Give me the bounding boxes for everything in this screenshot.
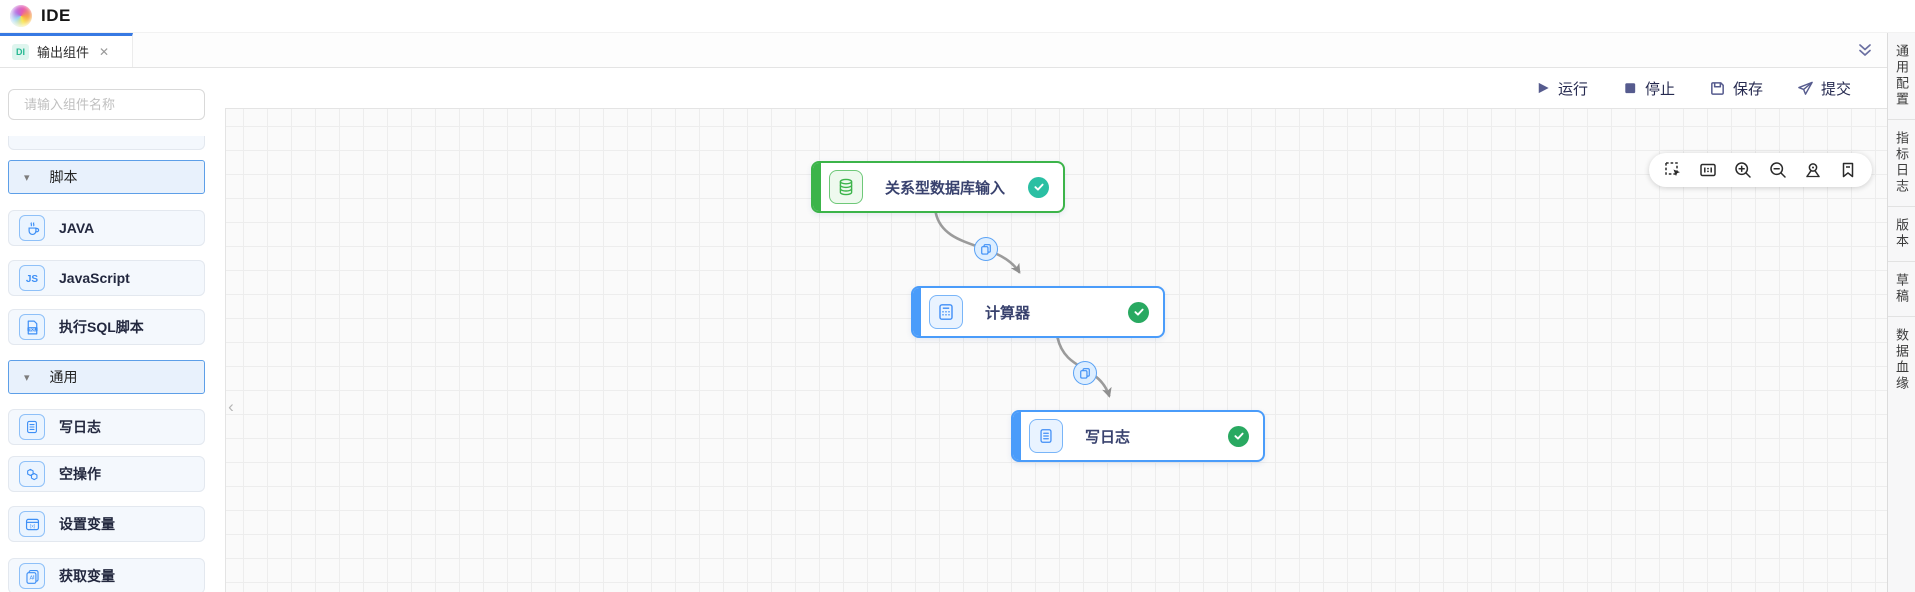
close-icon[interactable]: ✕: [99, 44, 110, 59]
write-log-icon: [1029, 419, 1063, 453]
sidebar-item-write-log[interactable]: 写日志: [8, 409, 205, 445]
tab-label: 输出组件: [37, 45, 90, 60]
divider: [1888, 206, 1915, 207]
zoom-in-icon[interactable]: [1733, 160, 1753, 180]
sidebar-collapse-handle[interactable]: ‹: [228, 397, 234, 416]
sidebar-item-partial[interactable]: [8, 136, 205, 150]
preview-icon[interactable]: [1698, 160, 1718, 180]
sidebar-section-script[interactable]: ▾ 脚本: [8, 160, 205, 194]
tab-di-badge: DI: [12, 43, 29, 60]
run-button[interactable]: 运行: [1535, 78, 1588, 99]
javascript-icon: JS: [19, 265, 45, 291]
database-icon: [829, 170, 863, 204]
sql-script-icon: SQL: [19, 314, 45, 340]
bookmark-icon[interactable]: [1838, 160, 1858, 180]
svg-text:A: A: [29, 575, 33, 581]
svg-text:SQL: SQL: [29, 327, 36, 331]
stop-icon: [1625, 83, 1636, 94]
top-header: IDE: [0, 0, 1915, 33]
locate-icon[interactable]: [1803, 160, 1823, 180]
play-icon: [1538, 82, 1549, 94]
get-variable-icon: A: [19, 563, 45, 589]
divider: [1888, 261, 1915, 262]
java-icon: [19, 215, 45, 241]
paper-plane-icon: [1798, 81, 1813, 95]
tab-bar: DI 输出组件 ✕: [0, 33, 1887, 68]
sidebar-item-get-variable[interactable]: A 获取变量: [8, 558, 205, 592]
check-circle-icon: [1228, 425, 1249, 447]
submit-button[interactable]: 提交: [1797, 78, 1851, 99]
right-panel-item-version[interactable]: 版本: [1894, 218, 1909, 250]
node-write-log[interactable]: 写日志: [1011, 410, 1265, 462]
write-log-icon: [19, 414, 45, 440]
tabbar-spacer: [133, 33, 1843, 67]
sidebar-item-javascript[interactable]: JS JavaScript: [8, 260, 205, 296]
caret-down-icon: ▾: [24, 171, 30, 184]
right-panel-item-draft[interactable]: 草稿: [1894, 273, 1909, 305]
right-panel: 通用配置 指标日志 版本 草稿 数据血缘: [1887, 33, 1915, 592]
app-logo-icon: [10, 5, 32, 27]
save-button[interactable]: 保存: [1709, 78, 1763, 99]
sidebar-item-sql-script[interactable]: SQL 执行SQL脚本: [8, 309, 205, 345]
noop-icon: [19, 461, 45, 487]
calculator-icon: [929, 295, 963, 329]
sidebar-section-general[interactable]: ▾ 通用: [8, 360, 205, 394]
right-panel-item-metric-log[interactable]: 指标日志: [1894, 131, 1909, 195]
action-toolbar: 运行 停止 保存 提交: [225, 68, 1887, 108]
marquee-select-icon[interactable]: [1663, 160, 1683, 180]
tab-output-component[interactable]: DI 输出组件 ✕: [0, 33, 133, 67]
right-panel-item-general-config[interactable]: 通用配置: [1894, 44, 1909, 108]
set-variable-icon: {x}: [19, 511, 45, 537]
caret-down-icon: ▾: [24, 371, 30, 384]
divider: [1888, 316, 1915, 317]
save-icon: [1711, 81, 1724, 95]
node-db-input[interactable]: 关系型数据库输入: [811, 161, 1065, 213]
search-input[interactable]: [24, 97, 200, 112]
flow-canvas[interactable]: ‹ 关系型数据库输入: [225, 108, 1887, 592]
right-panel-item-data-lineage[interactable]: 数据血缘: [1894, 328, 1909, 392]
zoom-out-icon[interactable]: [1768, 160, 1788, 180]
node-label: 关系型数据库输入: [885, 179, 1006, 197]
stop-button[interactable]: 停止: [1622, 78, 1675, 99]
node-label: 写日志: [1085, 428, 1131, 446]
check-circle-icon: [1028, 176, 1049, 198]
copy-icon[interactable]: [974, 237, 998, 261]
app-title: IDE: [41, 6, 71, 25]
node-calculator[interactable]: 计算器: [911, 286, 1165, 338]
component-search[interactable]: [8, 89, 205, 120]
component-sidebar: ▾ 脚本 JAVA JS JavaScript S: [0, 68, 225, 592]
check-circle-icon: [1128, 301, 1149, 323]
copy-icon[interactable]: [1073, 361, 1097, 385]
canvas-toolbar: [1649, 153, 1872, 187]
node-label: 计算器: [985, 304, 1031, 322]
chevron-double-down-icon[interactable]: [1843, 33, 1887, 67]
sidebar-item-set-variable[interactable]: {x} 设置变量: [8, 506, 205, 542]
sidebar-item-noop[interactable]: 空操作: [8, 456, 205, 492]
sidebar-item-java[interactable]: JAVA: [8, 210, 205, 246]
edge-db-to-calculator: [934, 212, 1021, 274]
svg-text:JS: JS: [26, 274, 39, 285]
divider: [1888, 119, 1915, 120]
svg-text:{x}: {x}: [29, 523, 35, 528]
